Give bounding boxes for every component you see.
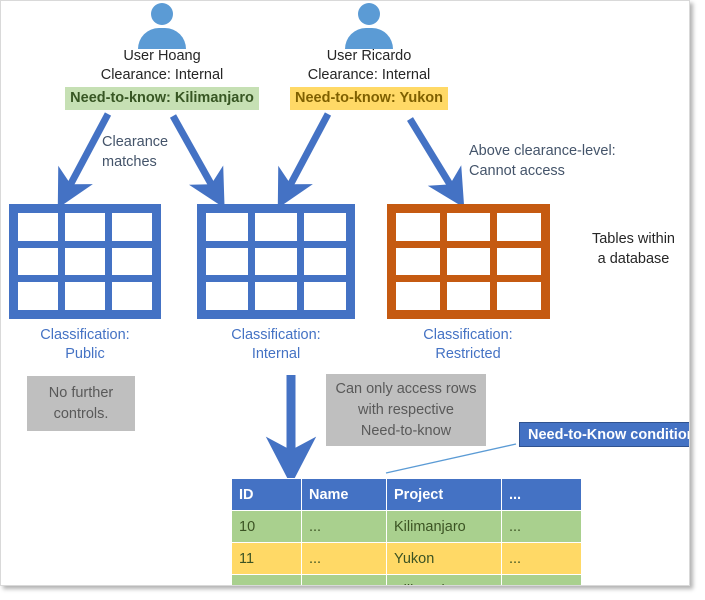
cell-name: ... xyxy=(301,542,387,575)
cell xyxy=(396,247,440,276)
person-head xyxy=(358,3,380,25)
public-classification-label: Classification: Public xyxy=(5,326,165,364)
user-hoang-name: User Hoang xyxy=(123,48,201,64)
user-hoang-ntk-wrap: Need-to-know: Kilimanjaro xyxy=(62,87,262,110)
cell xyxy=(18,247,58,276)
clearance-matches-line-2: matches xyxy=(102,154,157,170)
cell-more: ... xyxy=(501,542,582,575)
clearance-matches-line-1: Clearance xyxy=(102,134,169,150)
cell xyxy=(255,213,297,241)
table-header-row: ID Name Project ... xyxy=(231,478,582,511)
cell xyxy=(446,247,491,276)
cell xyxy=(18,282,58,310)
user-ricardo-need-to-know-chip: Need-to-know: Yukon xyxy=(290,87,448,110)
cell xyxy=(497,247,541,276)
restricted-classification-line-2: Restricted xyxy=(435,346,501,362)
cell-id: 10 xyxy=(231,510,302,543)
cell xyxy=(112,247,152,276)
user-hoang-clearance: Clearance: Internal xyxy=(100,67,224,83)
restricted-classification-label: Classification: Restricted xyxy=(388,326,548,364)
callout-leader-line xyxy=(385,443,517,474)
internal-classification-line-2: Internal xyxy=(251,346,301,362)
cell xyxy=(18,213,58,241)
header-name[interactable]: Name xyxy=(301,478,387,511)
no-further-controls-box: No further controls. xyxy=(27,376,135,431)
no-further-controls-line-1: No further xyxy=(48,384,114,401)
clearance-matches-note: Clearance matches xyxy=(102,132,168,172)
table-row[interactable]: 12 ... Kilimanjaro ... xyxy=(231,574,582,585)
tables-within-database-label: Tables within a database xyxy=(566,229,689,269)
cell-project: Kilimanjaro xyxy=(386,510,502,543)
cell xyxy=(255,247,297,276)
cell xyxy=(396,282,440,310)
header-more[interactable]: ... xyxy=(501,478,582,511)
table-row[interactable]: 10 ... Kilimanjaro ... xyxy=(231,510,582,543)
need-to-know-condition-text: Need-to-Know condition xyxy=(528,426,690,443)
person-icon xyxy=(341,3,397,49)
user-ricardo-clearance: Clearance: Internal xyxy=(307,67,431,83)
cell-id: 12 xyxy=(231,574,302,585)
restricted-table-icon[interactable] xyxy=(387,204,550,319)
cell xyxy=(446,213,491,241)
cell xyxy=(497,213,541,241)
cell xyxy=(65,247,105,276)
restricted-classification-line-1: Classification: xyxy=(423,327,513,343)
can-only-access-rows-box: Can only access rows with respective Nee… xyxy=(326,374,486,446)
cell xyxy=(396,213,440,241)
cell xyxy=(304,213,346,241)
cell-project: Kilimanjaro xyxy=(386,574,502,585)
internal-classification-line-1: Classification: xyxy=(231,327,321,343)
internal-classification-label: Classification: Internal xyxy=(196,326,356,364)
cell-id: 11 xyxy=(231,542,302,575)
cell-more: ... xyxy=(501,510,582,543)
cell xyxy=(255,282,297,310)
public-classification-line-1: Classification: xyxy=(40,327,130,343)
public-table-icon[interactable] xyxy=(9,204,161,319)
cell xyxy=(112,213,152,241)
cell xyxy=(206,282,248,310)
tables-within-line-2: a database xyxy=(597,251,670,267)
arrow-ricardo-to-internal xyxy=(277,112,332,209)
table-row[interactable]: 11 ... Yukon ... xyxy=(231,542,582,575)
cell-more: ... xyxy=(501,574,582,585)
cell xyxy=(65,213,105,241)
tables-within-line-1: Tables within xyxy=(591,231,675,247)
cell xyxy=(446,282,491,310)
can-only-access-line-2: with respective xyxy=(358,401,454,418)
cell xyxy=(206,213,248,241)
public-classification-line-2: Public xyxy=(65,346,105,362)
above-clearance-line-2: Cannot access xyxy=(469,163,565,179)
cell-name: ... xyxy=(301,510,387,543)
arrow-hoang-to-internal xyxy=(169,114,225,209)
user-hoang-need-to-know-chip: Need-to-know: Kilimanjaro xyxy=(65,87,259,110)
person-head xyxy=(151,3,173,25)
person-body xyxy=(345,28,393,49)
rows-data-table: ID Name Project ... 10 ... Kilimanjaro .… xyxy=(231,478,582,585)
arrow-ricardo-to-restricted xyxy=(407,117,465,208)
header-project[interactable]: Project xyxy=(386,478,502,511)
cell-project: Yukon xyxy=(386,542,502,575)
cell xyxy=(112,282,152,310)
cell xyxy=(497,282,541,310)
can-only-access-line-1: Can only access rows xyxy=(335,380,477,397)
rows-data-table-wrap: ID Name Project ... 10 ... Kilimanjaro .… xyxy=(231,478,582,585)
no-further-controls-line-2: controls. xyxy=(53,405,109,422)
can-only-access-line-3: Need-to-know xyxy=(360,422,452,439)
cell xyxy=(304,282,346,310)
internal-table-icon[interactable] xyxy=(197,204,355,319)
cell xyxy=(304,247,346,276)
cell-name: ... xyxy=(301,574,387,585)
slide-frame: User Hoang Clearance: Internal Need-to-k… xyxy=(0,0,690,586)
cell xyxy=(65,282,105,310)
above-clearance-line-1: Above clearance-level: xyxy=(469,143,616,159)
user-ricardo-name: User Ricardo xyxy=(326,48,412,64)
cell xyxy=(206,247,248,276)
person-body xyxy=(138,28,186,49)
user-ricardo-ntk-wrap: Need-to-know: Yukon xyxy=(279,87,459,110)
above-clearance-note: Above clearance-level: Cannot access xyxy=(469,141,616,181)
header-id[interactable]: ID xyxy=(231,478,302,511)
person-icon xyxy=(134,3,190,49)
need-to-know-condition-callout: Need-to-Know condition xyxy=(519,422,690,447)
